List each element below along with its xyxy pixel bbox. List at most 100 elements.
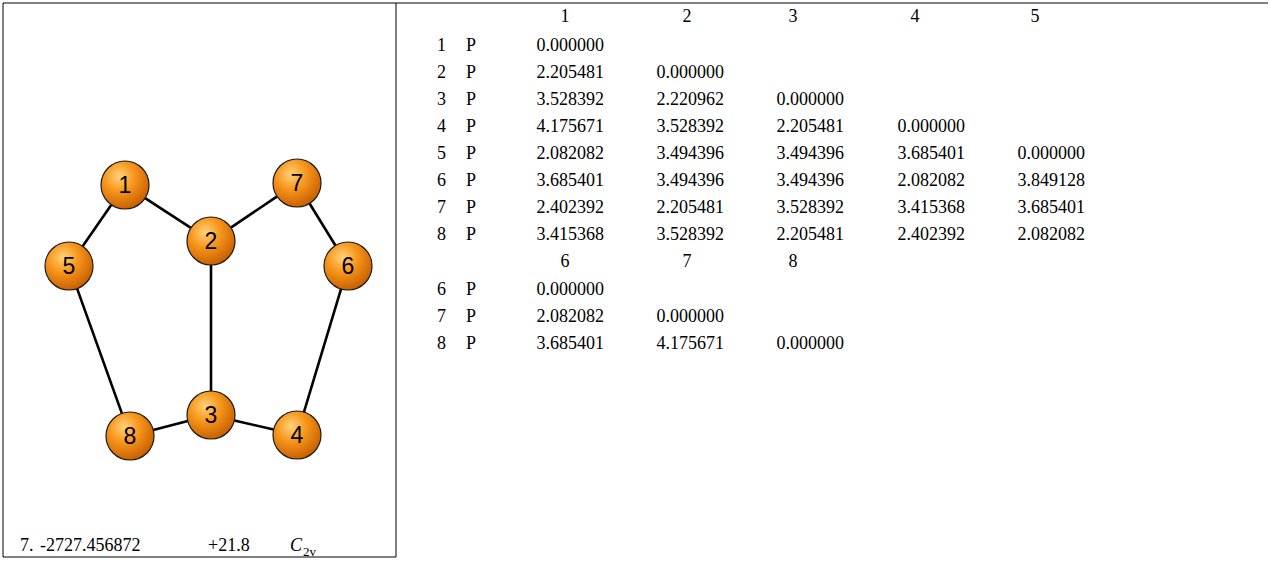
row-number: 6: [437, 280, 446, 298]
distance-value: 3.528392: [657, 225, 725, 243]
atom-number: 7: [272, 158, 322, 208]
total-energy: -2727.456872: [40, 536, 141, 554]
distance-value: 2.402392: [898, 225, 966, 243]
atom-circle: 8: [105, 411, 155, 461]
atom-symbol: P: [466, 307, 476, 325]
distance-value: 2.205481: [537, 63, 605, 81]
atom-symbol: P: [466, 280, 476, 298]
atom-number: 5: [44, 241, 94, 291]
row-number: 6: [437, 171, 446, 189]
bond-line: [83, 205, 112, 247]
row-number: 2: [437, 63, 446, 81]
distance-value: 2.082082: [898, 171, 966, 189]
distance-value: 0.000000: [777, 90, 845, 108]
atom-symbol: P: [466, 117, 476, 135]
distance-value: 0.000000: [1018, 144, 1086, 162]
atom-symbol: P: [466, 144, 476, 162]
distance-value: 2.220962: [657, 90, 725, 108]
distance-value: 3.685401: [1018, 198, 1086, 216]
distance-value: 0.000000: [537, 280, 605, 298]
column-header: 5: [1031, 7, 1040, 25]
atom-circle: 4: [272, 410, 322, 460]
atom-symbol: P: [466, 90, 476, 108]
distance-value: 3.528392: [537, 90, 605, 108]
bond-line: [153, 421, 188, 430]
distance-value: 2.205481: [777, 117, 845, 135]
atom-circle: 3: [186, 390, 236, 440]
row-number: 7: [437, 198, 446, 216]
row-number: 8: [437, 334, 446, 352]
atom-circle: 5: [44, 241, 94, 291]
frame-line: [3, 3, 1268, 4]
column-header: 3: [789, 7, 798, 25]
bond-line: [77, 289, 122, 414]
column-header: 2: [683, 7, 692, 25]
atom-symbol: P: [466, 334, 476, 352]
distance-value: 0.000000: [777, 334, 845, 352]
atom-symbol: P: [466, 225, 476, 243]
atom-symbol: P: [466, 198, 476, 216]
distance-value: 0.000000: [898, 117, 966, 135]
distance-value: 3.494396: [777, 171, 845, 189]
structure-number: 7.: [20, 536, 34, 554]
distance-value: 2.402392: [537, 198, 605, 216]
distance-value: 2.082082: [537, 307, 605, 325]
bond-line: [145, 198, 191, 228]
atom-circle: 1: [100, 160, 150, 210]
distance-value: 3.415368: [537, 225, 605, 243]
atom-symbol: P: [466, 63, 476, 81]
row-number: 5: [437, 144, 446, 162]
distance-value: 4.175671: [657, 334, 725, 352]
atom-symbol: P: [466, 36, 476, 54]
atom-circle: 7: [272, 158, 322, 208]
atom-number: 6: [323, 241, 373, 291]
row-number: 1: [437, 36, 446, 54]
bond-line: [210, 265, 213, 391]
distance-value: 3.415368: [898, 198, 966, 216]
relative-energy: +21.8: [208, 536, 250, 554]
distance-value: 0.000000: [537, 36, 605, 54]
atom-number: 2: [186, 216, 236, 266]
distance-value: 3.685401: [898, 144, 966, 162]
column-header: 4: [911, 7, 920, 25]
frame-line: [3, 3, 4, 557]
column-header: 1: [561, 7, 570, 25]
distance-value: 3.494396: [657, 144, 725, 162]
bond-line: [231, 196, 277, 227]
column-header: 7: [683, 252, 692, 270]
row-number: 7: [437, 307, 446, 325]
atom-symbol: P: [466, 171, 476, 189]
atom-number: 4: [272, 410, 322, 460]
distance-value: 2.205481: [777, 225, 845, 243]
atom-circle: 6: [323, 241, 373, 291]
distance-value: 4.175671: [537, 117, 605, 135]
bond-line: [304, 289, 341, 412]
distance-value: 2.082082: [1018, 225, 1086, 243]
distance-value: 3.528392: [657, 117, 725, 135]
atom-number: 1: [100, 160, 150, 210]
atom-number: 8: [105, 411, 155, 461]
bond-line: [234, 420, 273, 429]
distance-value: 3.528392: [777, 198, 845, 216]
distance-value: 3.849128: [1018, 171, 1086, 189]
point-group: C: [290, 536, 302, 554]
distance-value: 3.685401: [537, 334, 605, 352]
distance-value: 3.494396: [657, 171, 725, 189]
frame-line: [3, 557, 396, 558]
point-group-subscript: 2v: [303, 545, 316, 558]
distance-value: 3.494396: [777, 144, 845, 162]
distance-value: 3.685401: [537, 171, 605, 189]
column-header: 8: [789, 252, 798, 270]
distance-value: 2.205481: [657, 198, 725, 216]
atom-circle: 2: [186, 216, 236, 266]
distance-value: 0.000000: [657, 307, 725, 325]
row-number: 4: [437, 117, 446, 135]
row-number: 8: [437, 225, 446, 243]
row-number: 3: [437, 90, 446, 108]
bond-line: [310, 203, 336, 245]
column-header: 6: [561, 252, 570, 270]
distance-value: 0.000000: [657, 63, 725, 81]
distance-value: 2.082082: [537, 144, 605, 162]
